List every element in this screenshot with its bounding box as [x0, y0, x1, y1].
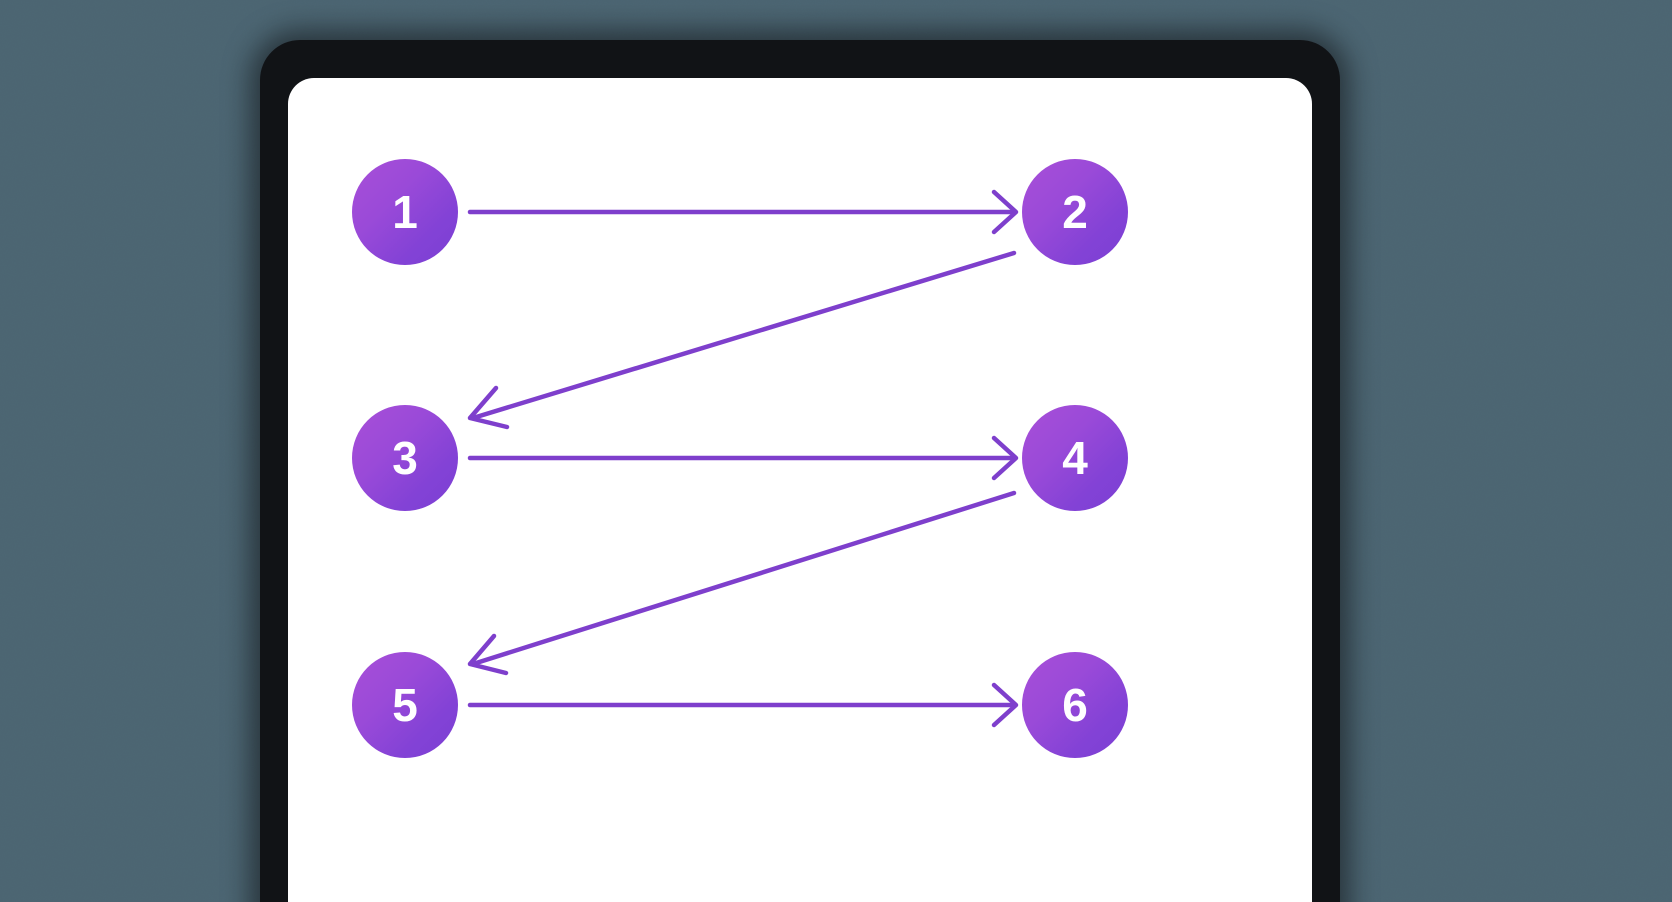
node-5[interactable]: 5 — [352, 652, 458, 758]
node-4-label: 4 — [1062, 432, 1088, 484]
arrowhead-5-to-6 — [991, 682, 1019, 728]
node-6-label: 6 — [1062, 679, 1088, 731]
node-1-label: 1 — [392, 186, 418, 238]
edge-4-to-5 — [470, 490, 1017, 667]
device-screen: 1 2 3 4 5 6 — [288, 78, 1312, 902]
node-5-label: 5 — [392, 679, 418, 731]
node-3-label: 3 — [392, 432, 418, 484]
arrowhead-2-to-3 — [467, 385, 510, 430]
edge-2-to-3 — [470, 250, 1017, 421]
node-1[interactable]: 1 — [352, 159, 458, 265]
node-3[interactable]: 3 — [352, 405, 458, 511]
flow-diagram: 1 2 3 4 5 6 — [288, 78, 1312, 902]
arrowhead-1-to-2 — [991, 189, 1019, 235]
node-4[interactable]: 4 — [1022, 405, 1128, 511]
node-2-label: 2 — [1062, 186, 1088, 238]
arrowhead-3-to-4 — [991, 435, 1019, 481]
node-6[interactable]: 6 — [1022, 652, 1128, 758]
arrowhead-4-to-5 — [467, 633, 509, 676]
node-2[interactable]: 2 — [1022, 159, 1128, 265]
